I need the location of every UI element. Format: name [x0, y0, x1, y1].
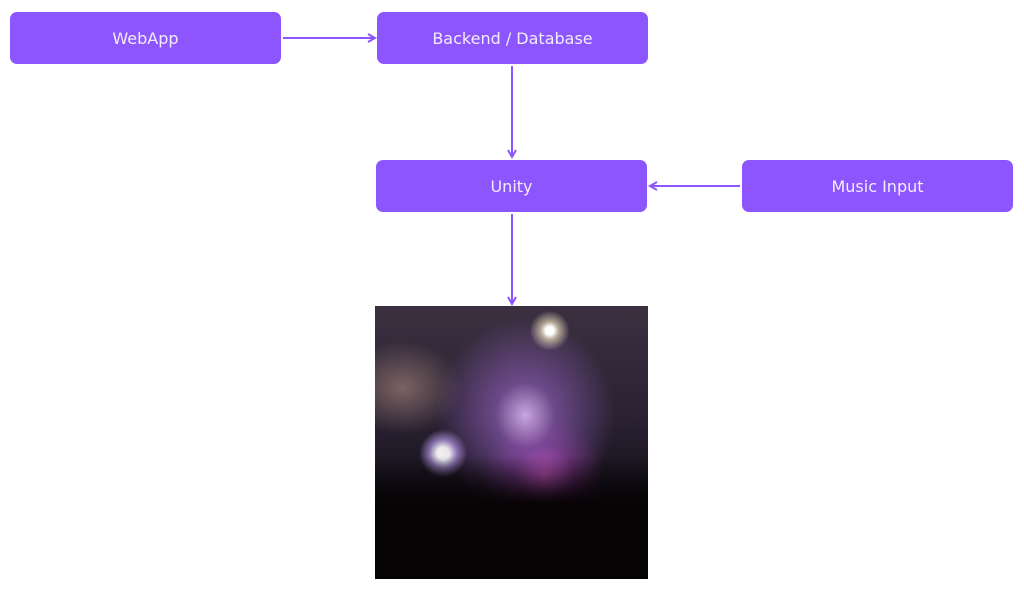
- node-webapp: WebApp: [10, 12, 281, 64]
- node-label: WebApp: [112, 28, 179, 48]
- node-label: Unity: [490, 176, 533, 196]
- concert-output-image: [375, 306, 648, 579]
- node-unity: Unity: [376, 160, 647, 212]
- node-label: Music Input: [831, 176, 924, 196]
- node-backend-database: Backend / Database: [377, 12, 648, 64]
- node-label: Backend / Database: [432, 28, 593, 48]
- crowd-silhouette: [375, 456, 648, 579]
- node-music-input: Music Input: [742, 160, 1013, 212]
